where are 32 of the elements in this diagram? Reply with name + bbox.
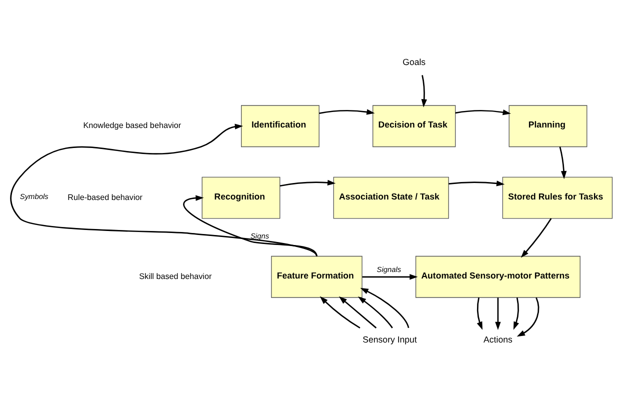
arrow: [362, 274, 418, 280]
edge-label: Symbols: [20, 192, 48, 201]
arrow: [10, 124, 318, 257]
arrow: [559, 146, 567, 180]
arrow: [495, 298, 501, 330]
arrow: [520, 218, 552, 258]
node-box: Recognition: [202, 176, 280, 219]
arrow: [338, 296, 377, 328]
node-box: Feature Formation: [271, 256, 362, 298]
arrow: [183, 195, 318, 256]
node-text: Actions: [484, 334, 512, 344]
arrow: [448, 180, 505, 186]
arrow: [320, 296, 360, 328]
arrow: [476, 298, 482, 330]
arrow: [319, 109, 375, 115]
arrow: [513, 298, 520, 330]
arrow: [360, 288, 410, 328]
arrow: [516, 297, 540, 337]
arrow: [358, 296, 393, 328]
arrow: [280, 180, 336, 187]
node-box: Identification: [241, 105, 320, 148]
node-box: Decision of Task: [372, 105, 456, 148]
edge-label: Signals: [376, 265, 402, 274]
edge-label: Signs: [250, 232, 270, 241]
node-box: Stored Rules for Tasks: [502, 176, 613, 219]
arrow: [455, 109, 511, 116]
node-box: Planning: [508, 105, 588, 148]
arrow: [421, 75, 427, 108]
node-box: Association State / Task: [333, 176, 449, 219]
node-text: Goals: [402, 57, 426, 68]
node-text: Sensory Input: [362, 334, 417, 344]
node-box: Automated Sensory-motor Patterns: [415, 256, 580, 298]
